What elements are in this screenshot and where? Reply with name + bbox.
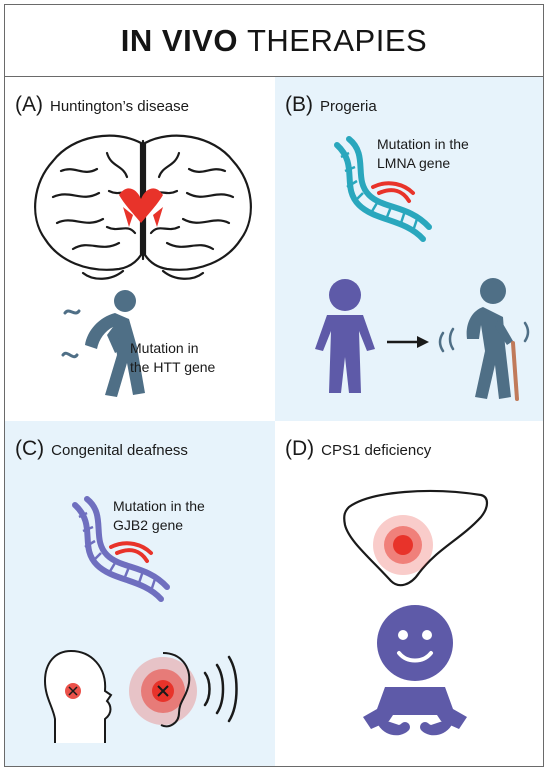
caption-line: the HTT gene bbox=[130, 359, 216, 375]
panel-name: Congenital deafness bbox=[51, 442, 188, 459]
panel-name: CPS1 deficiency bbox=[321, 442, 432, 459]
ear-icon bbox=[129, 652, 238, 728]
baby-icon bbox=[363, 605, 467, 736]
dna-icon bbox=[334, 136, 432, 242]
liver-icon bbox=[343, 489, 489, 587]
panel-c-label: (C) Congenital deafness bbox=[15, 437, 188, 461]
panel-b-caption: Mutation in the LMNA gene bbox=[377, 135, 469, 173]
panel-a-label: (A) Huntington’s disease bbox=[15, 93, 189, 117]
figure-title: IN VIVO THERAPIES bbox=[5, 5, 543, 77]
dna-icon bbox=[72, 496, 170, 602]
brain-icon bbox=[34, 134, 252, 280]
caption-line: Mutation in the bbox=[113, 498, 205, 514]
panel-name: Progeria bbox=[320, 98, 377, 115]
bent-person-icon bbox=[61, 290, 145, 397]
panel-d-label: (D) CPS1 deficiency bbox=[285, 437, 431, 461]
panel-congenital-deafness: (C) Congenital deafness Mutation in the … bbox=[5, 421, 275, 766]
panel-name: Huntington’s disease bbox=[50, 98, 189, 115]
panel-letter: (C) bbox=[15, 437, 45, 460]
figure-frame: IN VIVO THERAPIES (A) Huntington’s disea… bbox=[4, 4, 544, 767]
head-profile-icon bbox=[43, 649, 113, 743]
panel-letter: (D) bbox=[285, 437, 315, 460]
panel-a-caption: Mutation in the HTT gene bbox=[130, 339, 215, 377]
panel-progeria: (B) Progeria Mutation in the LMNA gene bbox=[275, 77, 543, 421]
arrow-icon bbox=[387, 336, 429, 348]
title-bold: IN VIVO bbox=[120, 22, 238, 58]
caption-line: GJB2 gene bbox=[113, 517, 184, 533]
caption-line: Mutation in the bbox=[377, 136, 469, 152]
panel-letter: (A) bbox=[15, 93, 43, 116]
panel-huntingtons: (A) Huntington’s disease Mutation in the… bbox=[5, 77, 275, 421]
panel-c-caption: Mutation in the GJB2 gene bbox=[113, 497, 205, 535]
caption-line: Mutation in bbox=[130, 340, 199, 356]
panel-letter: (B) bbox=[285, 93, 313, 116]
title-light: THERAPIES bbox=[246, 22, 428, 58]
panel-cps1-deficiency: (D) CPS1 deficiency bbox=[275, 421, 543, 766]
caption-line: LMNA gene bbox=[377, 155, 451, 171]
panel-b-label: (B) Progeria bbox=[285, 93, 377, 117]
child-icon bbox=[315, 279, 375, 393]
elderly-person-icon bbox=[438, 278, 530, 401]
